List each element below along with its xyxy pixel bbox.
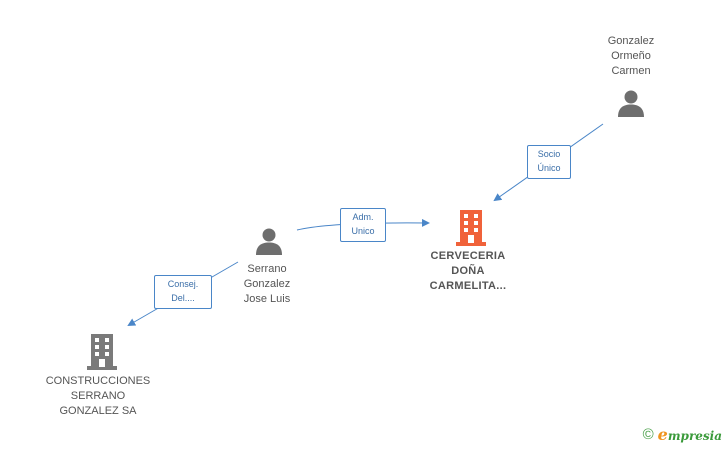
building-icon[interactable] bbox=[455, 210, 487, 246]
label-line: GONZALEZ SA bbox=[59, 405, 137, 417]
label-line: CONSTRUCCIONES bbox=[45, 375, 151, 387]
edge-label-line: Consej. bbox=[167, 279, 199, 289]
edge-label-socio-unico[interactable]: Socio Único bbox=[527, 145, 571, 179]
label-line: DOÑA bbox=[451, 265, 485, 277]
node-label-construcciones[interactable]: CONSTRUCCIONES SERRANO GONZALEZ SA bbox=[40, 374, 156, 419]
label-line: CARMELITA... bbox=[429, 280, 507, 292]
edge-label-line: Unico bbox=[351, 226, 375, 236]
label-line: SERRANO bbox=[70, 390, 126, 402]
label-line: Jose Luis bbox=[243, 293, 291, 305]
node-label-gonzalez[interactable]: Gonzalez Ormeño Carmen bbox=[589, 34, 673, 79]
edge-label-line: Único bbox=[537, 163, 561, 173]
label-line: CERVECERIA bbox=[430, 250, 506, 262]
label-line: Ormeño bbox=[611, 50, 651, 62]
label-line: Gonzalez bbox=[607, 35, 655, 47]
brand-logo[interactable]: © empresia bbox=[643, 424, 722, 444]
node-label-serrano[interactable]: Serrano Gonzalez Jose Luis bbox=[222, 262, 312, 307]
edge-label-line: Adm. bbox=[352, 212, 374, 222]
label-line: Carmen bbox=[611, 65, 651, 77]
edge-label-adm-unico[interactable]: Adm. Unico bbox=[340, 208, 386, 242]
label-line: Gonzalez bbox=[243, 278, 291, 290]
brand-wordmark: empresia bbox=[657, 424, 722, 444]
edge-label-line: Socio bbox=[537, 149, 561, 159]
node-label-cerveceria[interactable]: CERVECERIA DOÑA CARMELITA... bbox=[416, 249, 520, 294]
edge-label-consej-del[interactable]: Consej. Del.... bbox=[154, 275, 212, 309]
person-icon[interactable] bbox=[255, 227, 283, 255]
copyright-icon: © bbox=[642, 425, 654, 443]
building-icon[interactable] bbox=[86, 334, 118, 370]
edge-label-line: Del.... bbox=[171, 293, 195, 303]
label-line: Serrano bbox=[247, 263, 287, 275]
person-icon[interactable] bbox=[617, 89, 645, 117]
